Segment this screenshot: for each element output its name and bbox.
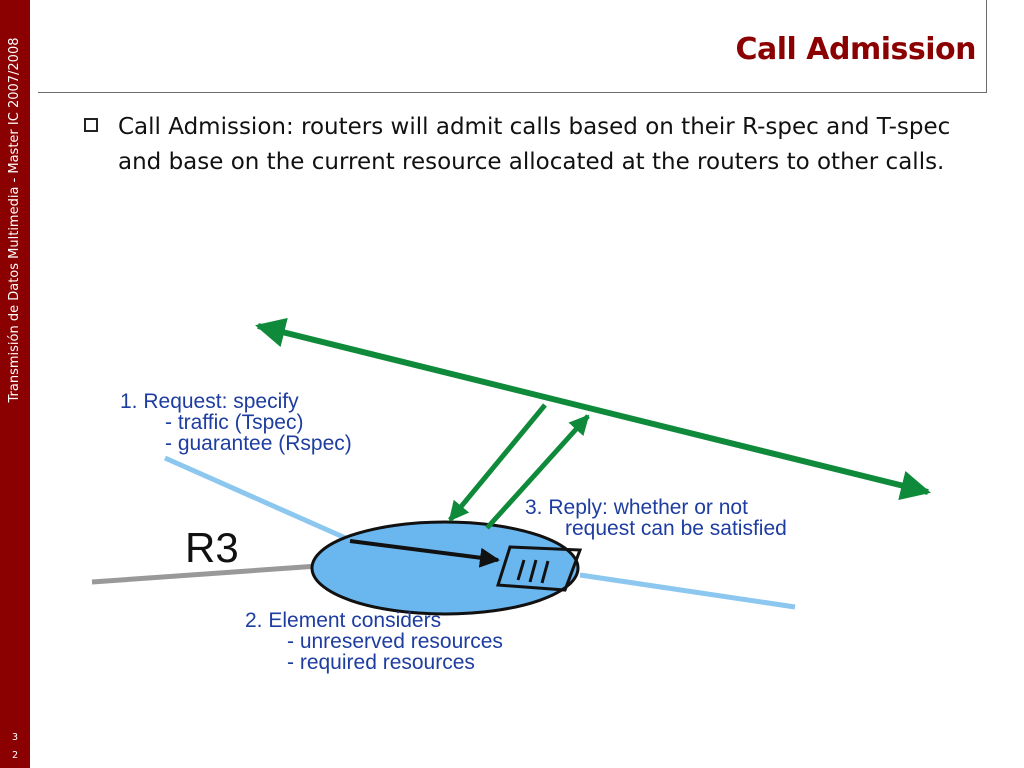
page-number-digit-1: 3	[11, 732, 19, 743]
router-r3	[310, 520, 580, 616]
sidebar: Transmisión de Datos Multimedia - Master…	[0, 0, 30, 768]
page-number-digit-2: 2	[11, 750, 19, 761]
bullet-text: Call Admission: routers will admit calls…	[118, 114, 951, 175]
element-label: 2. Element considers - unreserved resour…	[245, 609, 503, 674]
slide-title: Call Admission	[735, 32, 977, 67]
element-line-2: - unreserved resources	[287, 630, 503, 653]
path-arrow	[255, 317, 931, 501]
reply-line-1: 3. Reply: whether or not	[525, 496, 748, 519]
request-label: 1. Request: specify - traffic (Tspec) - …	[120, 390, 352, 455]
downstream-link	[579, 572, 796, 610]
reply-arrow	[485, 414, 590, 530]
element-line-1: 2. Element considers	[245, 609, 441, 632]
request-line-2: - traffic (Tspec)	[165, 411, 303, 434]
request-line-3: - guarantee (Rspec)	[165, 432, 352, 455]
request-line-1: 1. Request: specify	[120, 390, 299, 413]
router-packet-arrow-icon	[349, 539, 500, 568]
gray-link	[91, 563, 319, 585]
title-box: Call Admission	[38, 0, 987, 93]
router-label: R3	[185, 524, 239, 571]
element-line-3: - required resources	[287, 651, 475, 674]
checkbox-bullet-icon	[84, 118, 98, 132]
queue-icon	[495, 545, 583, 592]
reply-label: 3. Reply: whether or not request can be …	[525, 496, 787, 540]
request-arrow	[448, 403, 547, 522]
reply-line-2: request can be satisfied	[565, 517, 787, 540]
